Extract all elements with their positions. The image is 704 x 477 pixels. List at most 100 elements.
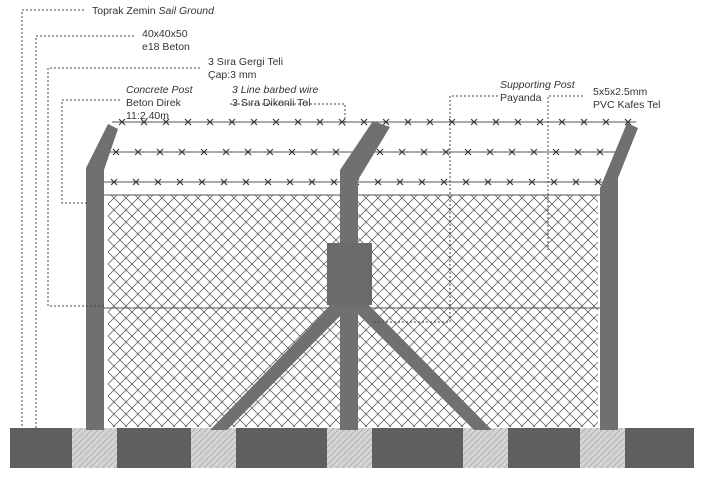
leader-concrete-post bbox=[61, 99, 120, 204]
barb bbox=[418, 178, 426, 186]
barb bbox=[530, 148, 538, 156]
barb bbox=[486, 148, 494, 156]
label-concrete-post-tr: Beton Direk bbox=[126, 97, 182, 109]
leader-ground bbox=[21, 9, 84, 428]
barb bbox=[112, 148, 120, 156]
supporting-post-right-brace bbox=[345, 293, 492, 430]
leader-mesh bbox=[547, 95, 583, 250]
barb bbox=[134, 148, 142, 156]
barb bbox=[404, 118, 412, 126]
supporting-post-left-brace bbox=[210, 293, 355, 430]
barb bbox=[118, 118, 126, 126]
barb bbox=[514, 118, 522, 126]
barb bbox=[310, 148, 318, 156]
barb bbox=[184, 118, 192, 126]
barb bbox=[242, 178, 250, 186]
label-supporting-post-en: Supporting Post bbox=[500, 79, 576, 91]
barb bbox=[338, 118, 346, 126]
barb bbox=[286, 178, 294, 186]
concrete-post-center bbox=[340, 121, 390, 430]
leader-barbed-wire bbox=[230, 103, 346, 126]
concrete-post-right bbox=[600, 123, 638, 430]
barb bbox=[580, 118, 588, 126]
label-concrete-post-spec: 11:2.40m bbox=[126, 110, 169, 122]
footing-brace-right bbox=[463, 428, 508, 468]
barb bbox=[420, 148, 428, 156]
barb bbox=[624, 118, 632, 126]
label-barbed-wire-en: 3 Line barbed wire bbox=[232, 84, 319, 96]
barb bbox=[198, 178, 206, 186]
barb bbox=[332, 148, 340, 156]
barb bbox=[330, 178, 338, 186]
barb bbox=[264, 178, 272, 186]
label-ground: Toprak Zemin Sail Ground bbox=[92, 5, 215, 17]
barb bbox=[426, 118, 434, 126]
label-concrete-base-size: 40x40x50 bbox=[142, 28, 188, 40]
barb bbox=[308, 178, 316, 186]
barb bbox=[574, 148, 582, 156]
barb bbox=[132, 178, 140, 186]
barb bbox=[558, 118, 566, 126]
barb bbox=[594, 178, 602, 186]
barb bbox=[162, 118, 170, 126]
barb bbox=[206, 118, 214, 126]
label-barbed-wire-tr: 3 Sıra Dikenli Tel bbox=[232, 97, 311, 109]
barb bbox=[360, 118, 368, 126]
barb bbox=[200, 148, 208, 156]
label-supporting-post-tr: Payanda bbox=[500, 92, 542, 104]
footing-brace-left bbox=[191, 428, 236, 468]
barb bbox=[178, 148, 186, 156]
label-concrete-post-en: Concrete Post bbox=[126, 84, 194, 96]
barb bbox=[528, 178, 536, 186]
label-mesh-size: 5x5x2.5mm bbox=[593, 86, 648, 98]
footing-left-end bbox=[72, 428, 117, 468]
barb bbox=[176, 178, 184, 186]
label-mesh-type: PVC Kafes Tel bbox=[593, 99, 661, 111]
barb bbox=[602, 118, 610, 126]
barb bbox=[398, 148, 406, 156]
barb bbox=[374, 178, 382, 186]
barb bbox=[550, 178, 558, 186]
barb bbox=[484, 178, 492, 186]
barb bbox=[376, 148, 384, 156]
label-tension-wire: 3 Sıra Gergi Teli bbox=[208, 56, 283, 68]
barb bbox=[382, 118, 390, 126]
barb bbox=[596, 148, 604, 156]
barb bbox=[266, 148, 274, 156]
barb bbox=[506, 178, 514, 186]
barb bbox=[244, 148, 252, 156]
label-tension-wire-diameter: Çap:3 mm bbox=[208, 69, 257, 81]
barb bbox=[156, 148, 164, 156]
barb bbox=[492, 118, 500, 126]
barb bbox=[220, 178, 228, 186]
barb bbox=[442, 148, 450, 156]
barb bbox=[250, 118, 258, 126]
concrete-post-left bbox=[86, 124, 118, 430]
barb bbox=[396, 178, 404, 186]
leader-tension-wire bbox=[47, 67, 200, 307]
footing-right-end bbox=[580, 428, 625, 468]
barb bbox=[294, 118, 302, 126]
barb bbox=[440, 178, 448, 186]
barb bbox=[110, 178, 118, 186]
barb bbox=[288, 148, 296, 156]
barb bbox=[228, 118, 236, 126]
barb bbox=[462, 178, 470, 186]
leader-supporting-post bbox=[372, 95, 498, 323]
barb bbox=[272, 118, 280, 126]
barb bbox=[552, 148, 560, 156]
barb bbox=[464, 148, 472, 156]
brace-clamp-block bbox=[327, 243, 372, 305]
footing-center-post bbox=[327, 428, 372, 468]
barb bbox=[536, 118, 544, 126]
barb bbox=[140, 118, 148, 126]
barb bbox=[470, 118, 478, 126]
barb bbox=[572, 178, 580, 186]
barb bbox=[154, 178, 162, 186]
label-concrete-base-spec: e18 Beton bbox=[142, 41, 190, 53]
barb bbox=[316, 118, 324, 126]
barb bbox=[508, 148, 516, 156]
barb bbox=[222, 148, 230, 156]
